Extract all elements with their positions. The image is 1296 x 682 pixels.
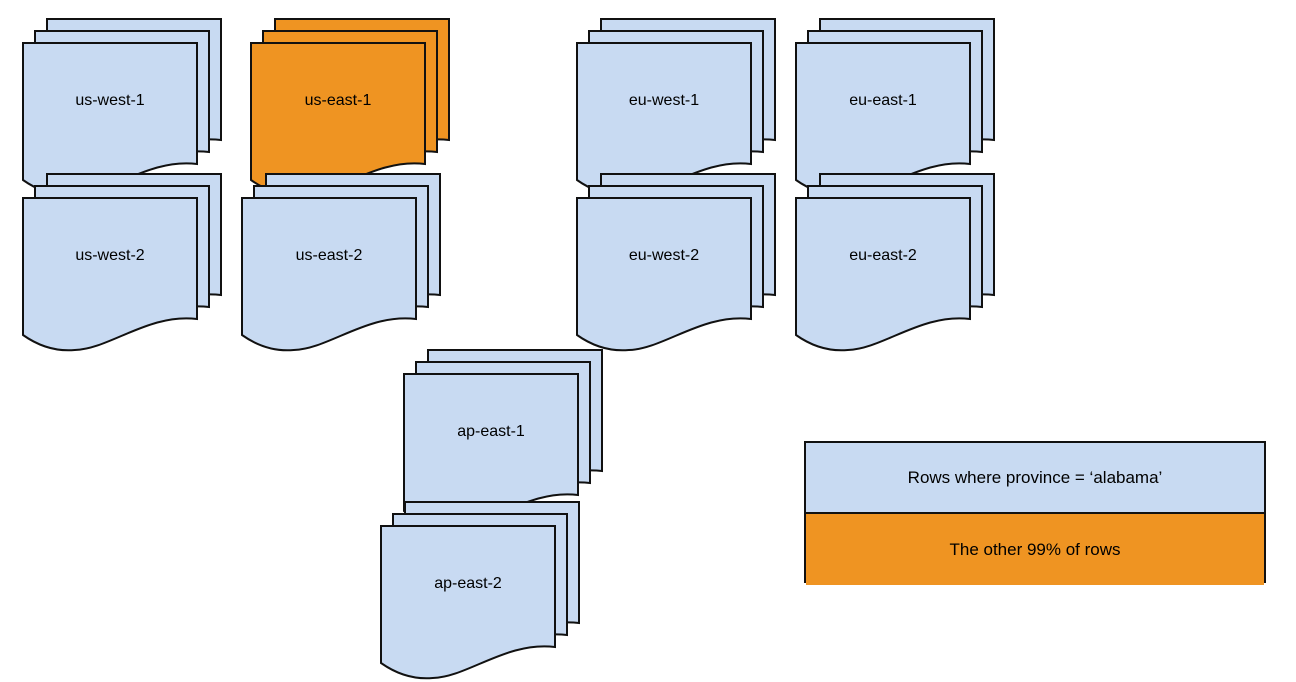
- document-sheet: [795, 197, 971, 352]
- region-stack-us-east-1[interactable]: us-east-1: [249, 17, 453, 199]
- legend-row-orange: The other 99% of rows: [806, 514, 1264, 585]
- document-stack-shape: [22, 173, 222, 352]
- document-stack-shape: [250, 18, 450, 197]
- region-stack-us-east-2[interactable]: us-east-2: [240, 172, 444, 354]
- document-stack-shape: [380, 501, 580, 680]
- legend-row-blue: Rows where province = ‘alabama’: [806, 443, 1264, 514]
- document-sheet: [22, 197, 198, 352]
- document-sheet: [576, 197, 752, 352]
- document-stack-shape: [795, 173, 995, 352]
- region-stack-eu-west-2[interactable]: eu-west-2: [575, 172, 779, 354]
- legend-label: Rows where province = ‘alabama’: [907, 467, 1163, 487]
- legend: Rows where province = ‘alabama’ The other…: [804, 441, 1266, 585]
- region-stack-us-west-2[interactable]: us-west-2: [21, 172, 225, 354]
- document-stack-shape: [795, 18, 995, 197]
- region-stack-ap-east-2[interactable]: ap-east-2: [379, 500, 583, 682]
- legend-label: The other 99% of rows: [949, 539, 1121, 559]
- document-sheet: [241, 197, 417, 352]
- document-sheet: [380, 525, 556, 680]
- region-stack-eu-east-2[interactable]: eu-east-2: [794, 172, 998, 354]
- document-stack-shape: [576, 173, 776, 352]
- document-stack-shape: [241, 173, 441, 352]
